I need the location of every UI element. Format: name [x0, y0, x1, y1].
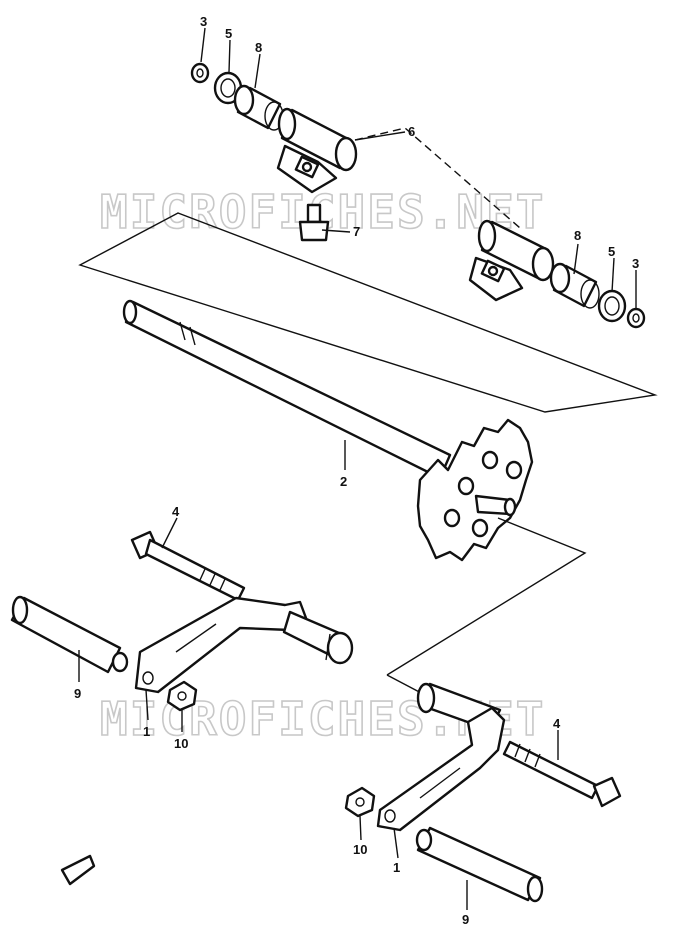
callout-1-left: 1	[143, 724, 150, 739]
callout-7: 7	[353, 224, 360, 239]
left-lower-assembly	[10, 530, 354, 712]
direction-arrow-icon	[60, 854, 96, 886]
nut-10-right	[344, 786, 376, 818]
pin-9-left	[10, 596, 122, 674]
pin-9-right	[416, 826, 542, 902]
bolt-7	[306, 203, 322, 224]
assembly-plane	[78, 212, 658, 413]
leader-lines	[78, 27, 637, 910]
callout-10-right: 10	[353, 842, 367, 857]
right-lower-assembly	[344, 682, 622, 903]
callout-1-right: 1	[393, 860, 400, 875]
callout-3-right: 3	[632, 256, 639, 271]
callout-labels: 3 5 8 6 7 8 5 3 2 4 9 1 10 4 10 1 9	[74, 14, 639, 927]
lever-1-left	[134, 596, 308, 694]
washer-5-right	[597, 289, 627, 323]
callout-10-left: 10	[174, 736, 188, 751]
washer-3-top	[190, 62, 210, 84]
right-pivot-assembly	[468, 219, 646, 329]
top-pivot-assembly	[190, 62, 358, 242]
callout-2: 2	[340, 474, 347, 489]
washer-3-right	[626, 307, 646, 329]
callout-5-right: 5	[608, 244, 615, 259]
lower-plane	[386, 517, 587, 676]
callout-3-top: 3	[200, 14, 207, 29]
lever-1-right	[376, 706, 506, 832]
callout-8-top: 8	[255, 40, 262, 55]
callout-5-top: 5	[225, 26, 232, 41]
guide-line-6	[354, 127, 521, 229]
callout-8-right: 8	[574, 228, 581, 243]
callout-9-left: 9	[74, 686, 81, 701]
callout-4-left: 4	[172, 504, 180, 519]
callout-4-right: 4	[553, 716, 561, 731]
sprocket-plate	[416, 418, 534, 562]
nut-10-left	[166, 680, 198, 712]
callout-9-right: 9	[462, 912, 469, 927]
shaft-2	[122, 299, 452, 480]
callout-6: 6	[408, 124, 415, 139]
